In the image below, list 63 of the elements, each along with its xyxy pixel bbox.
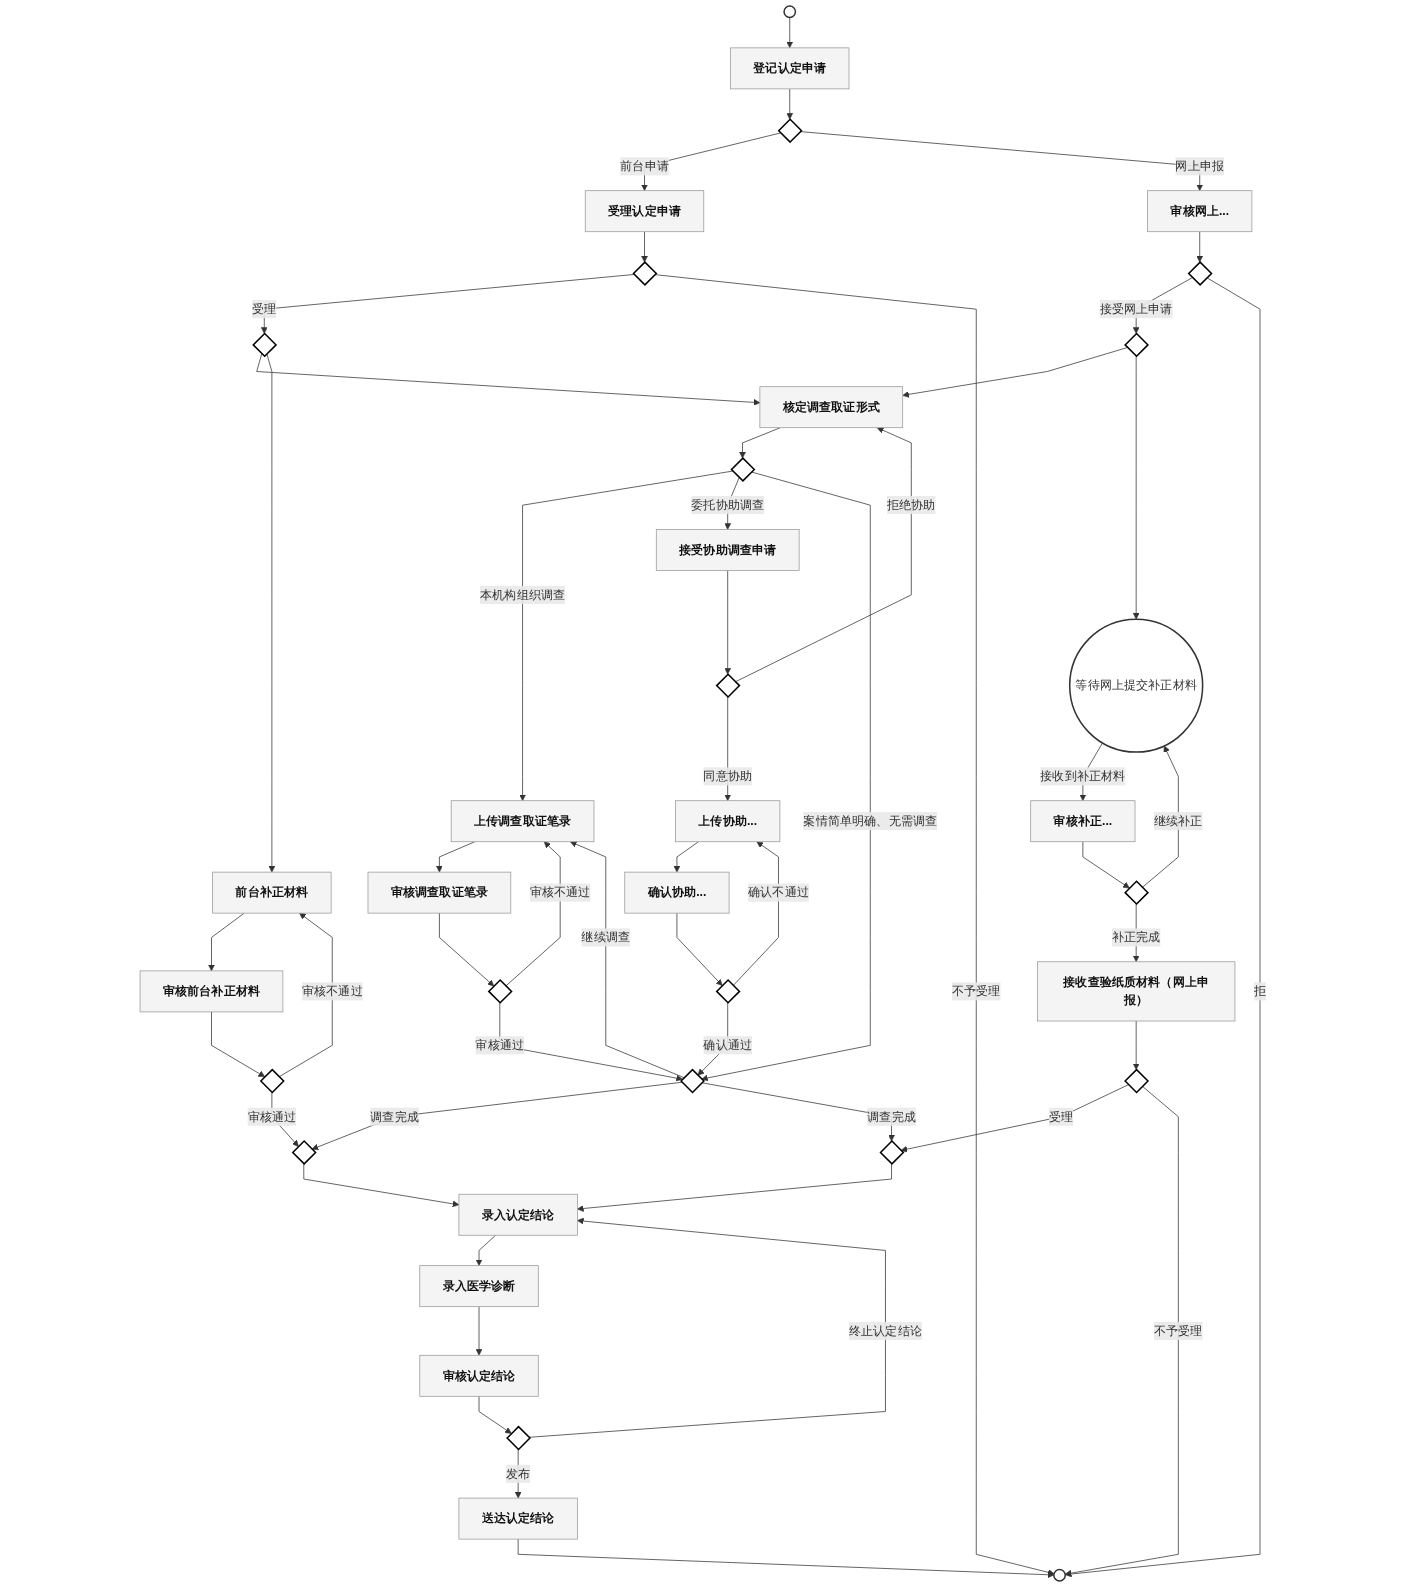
- edge-label: 继续调查: [581, 930, 630, 944]
- edge-label: 确认通过: [703, 1038, 752, 1052]
- edge-label: 审核不通过: [301, 984, 363, 998]
- edge-label: 调查完成: [867, 1109, 916, 1123]
- node-box: 受理认定申请: [584, 190, 705, 233]
- node-diamond: [632, 261, 658, 286]
- node-diamond: [679, 1068, 705, 1094]
- node-box: 登记认定申请: [730, 47, 850, 90]
- node-diamond: [1124, 332, 1149, 358]
- node-box: 送达认定结论: [458, 1497, 578, 1540]
- node-diamond: [715, 978, 741, 1004]
- edge-label: 案情简单明确、无需调查: [803, 814, 938, 828]
- node-box: 前台补正材料: [212, 871, 332, 914]
- edge-label: 不予受理: [951, 984, 1001, 998]
- node-circle: 等待网上提交补正材料: [1068, 618, 1204, 753]
- edge-label: 网上申报: [1175, 159, 1224, 173]
- node-box: 审核补正...: [1030, 800, 1136, 843]
- node-box: 接收查验纸质材料（网上申报）: [1036, 961, 1236, 1022]
- edge-label: 本机构组织调查: [479, 588, 566, 601]
- node-diamond: [506, 1425, 531, 1451]
- node-diamond: [487, 978, 513, 1004]
- node-diamond: [1187, 261, 1213, 286]
- edge-label: 终止认定结论: [848, 1324, 922, 1338]
- node-diamond: [291, 1139, 317, 1165]
- edge-label: 发布: [505, 1466, 531, 1480]
- edge-label: 拒: [1253, 984, 1266, 998]
- node-diamond: [777, 118, 803, 144]
- edge-label: 前台申请: [620, 159, 669, 173]
- node-box: 核定调查取证形式: [759, 386, 903, 429]
- node-diamond: [1124, 880, 1149, 906]
- node-box: 审核前台补正材料: [139, 970, 284, 1013]
- node-box: 审核认定结论: [419, 1354, 539, 1397]
- node-box: 上传协助...: [675, 800, 781, 843]
- node-box: 录入医学诊断: [419, 1265, 539, 1308]
- node-box: 上传调查取证笔录: [450, 800, 595, 843]
- edge-label: 确认不通过: [748, 885, 809, 899]
- edge-label: 审核通过: [475, 1038, 525, 1052]
- edge-label: 审核不通过: [529, 885, 591, 899]
- edge-label: 不予受理: [1153, 1324, 1203, 1338]
- edge-label: 拒绝协助: [886, 498, 936, 512]
- node-diamond: [1124, 1068, 1149, 1094]
- edge-label: 受理: [252, 302, 277, 316]
- edge-label: 审核通过: [247, 1109, 297, 1123]
- node-diamond: [252, 332, 278, 358]
- node-circle: [1053, 1568, 1066, 1582]
- edge-label: 接收到补正材料: [1040, 769, 1126, 783]
- edge-label: 补正完成: [1111, 930, 1161, 944]
- edge-label: 调查完成: [370, 1109, 419, 1123]
- node-diamond: [879, 1139, 905, 1165]
- edge-label: 委托协助调查: [691, 498, 765, 512]
- node-circle: [783, 5, 797, 19]
- edge-label: 同意协助: [703, 769, 752, 783]
- node-box: 确认协助...: [624, 871, 730, 914]
- edge-label: 受理: [1048, 1109, 1074, 1123]
- node-box: 审核网上...: [1147, 190, 1253, 233]
- edge-label: 继续补正: [1153, 814, 1203, 828]
- edge-label: 接受网上申请: [1099, 302, 1173, 316]
- node-diamond: [730, 457, 756, 482]
- node-diamond: [715, 673, 741, 699]
- node-diamond: [259, 1068, 285, 1094]
- node-box: 接受协助调查申请: [655, 529, 800, 571]
- node-box: 录入认定结论: [458, 1193, 578, 1236]
- node-box: 审核调查取证笔录: [367, 871, 512, 914]
